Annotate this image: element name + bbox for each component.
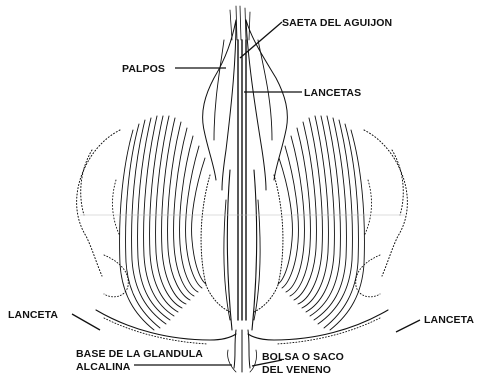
label-base-glandula-line1: BASE DE LA GLANDULA (76, 348, 203, 360)
palp-right (246, 20, 287, 180)
label-lanceta-left: LANCETA (8, 309, 58, 321)
label-palpos: PALPOS (122, 63, 165, 75)
label-lancetas: LANCETAS (304, 87, 361, 99)
label-saeta-del-aguijon: SAETA DEL AGUIJON (282, 17, 392, 29)
label-bolsa-veneno-line1: BOLSA O SACO (262, 351, 344, 363)
central-sting-structures (203, 6, 288, 372)
lancets (238, 40, 246, 320)
leader-lanceta-left (72, 314, 100, 330)
label-base-glandula-line2: ALCALINA (76, 361, 131, 373)
right-muscle-mass (248, 116, 407, 344)
leader-lanceta-right (396, 320, 420, 332)
label-bolsa-veneno-line2: DEL VENENO (262, 364, 331, 376)
left-muscle-mass (77, 116, 236, 344)
labels: SAETA DEL AGUIJON PALPOS LANCETAS LANCET… (8, 17, 474, 376)
label-lanceta-right: LANCETA (424, 314, 474, 326)
